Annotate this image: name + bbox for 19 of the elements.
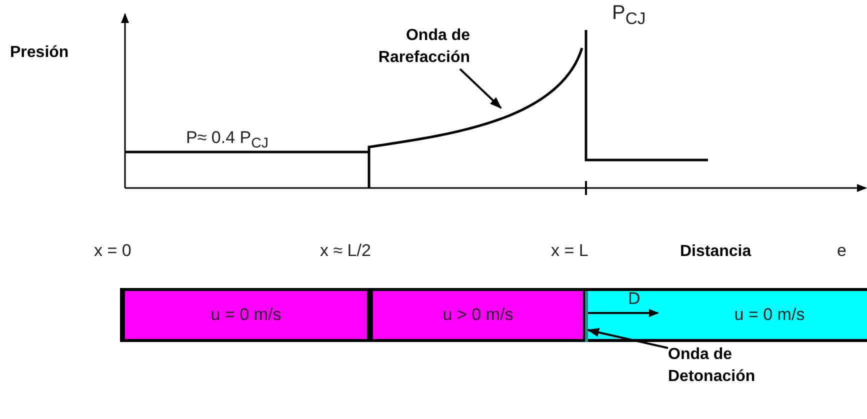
axis-label: Distancia <box>680 243 752 261</box>
speed-label: u = 0 m/s <box>734 305 805 325</box>
leader-arrow <box>459 68 502 109</box>
leader-arrow <box>587 328 668 349</box>
tube-section <box>586 288 867 342</box>
velocity-label: D <box>628 289 640 309</box>
speed-label: u = 0 m/s <box>210 305 282 325</box>
wave-label: Onda de Detonación <box>668 344 778 388</box>
pressure-label: P≈ 0.4 P$_{CJ}$ <box>186 128 268 152</box>
position-label: x = 0 <box>94 241 132 261</box>
wave-label: Onda de Rarefacción <box>360 25 470 69</box>
tube-section <box>370 288 586 342</box>
position-label: x ≈ L/2 <box>320 241 371 261</box>
axis-label: e <box>837 241 846 261</box>
position-label: x = L <box>551 241 588 261</box>
axis-label: Presión <box>10 44 69 62</box>
speed-label: u > 0 m/s <box>442 305 514 325</box>
pressure-label: P$_{CJ}$ <box>612 2 646 29</box>
tube-section <box>120 288 370 342</box>
